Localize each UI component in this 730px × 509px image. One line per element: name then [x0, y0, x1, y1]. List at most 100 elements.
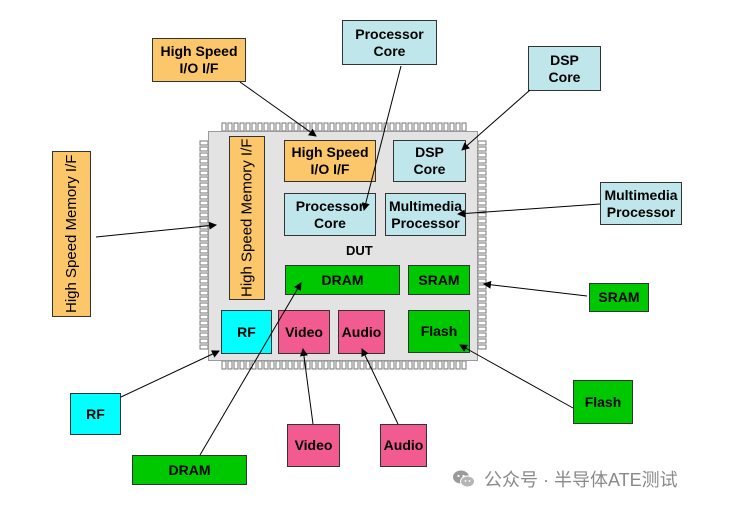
watermark: 公众号 · 半导体ATE测试: [452, 466, 678, 492]
chip-pin: [317, 122, 323, 132]
watermark-text: 公众号 · 半导体ATE测试: [484, 470, 678, 490]
chip-pin: [257, 360, 263, 370]
chip-pin: [335, 122, 341, 132]
chip-pin: [477, 182, 487, 188]
chip-pin: [199, 320, 209, 326]
chip-pin: [477, 200, 487, 206]
chip-pin: [477, 218, 487, 224]
chip-pin: [199, 140, 209, 146]
chip-pin: [477, 296, 487, 302]
chip-pin: [199, 236, 209, 242]
chip-pin: [199, 188, 209, 194]
chip-pin: [359, 360, 365, 370]
chip-pin: [199, 152, 209, 158]
ext-video: Video: [287, 424, 340, 467]
chip-pin: [275, 360, 281, 370]
chip-pin: [293, 360, 299, 370]
inner-video: Video: [278, 310, 330, 354]
chip-pin: [477, 242, 487, 248]
chip-pin: [287, 360, 293, 370]
ext-sram: SRAM: [589, 283, 649, 312]
chip-pin: [329, 360, 335, 370]
chip-pin: [419, 122, 425, 132]
chip-pin: [431, 360, 437, 370]
dut-label: DUT: [346, 243, 373, 258]
chip-pin: [199, 314, 209, 320]
chip-pin: [395, 360, 401, 370]
chip-pin: [199, 326, 209, 332]
chip-pin: [407, 122, 413, 132]
chip-pin: [269, 122, 275, 132]
chip-pin: [227, 122, 233, 132]
chip-pin: [353, 360, 359, 370]
inner-dsp-core: DSP Core: [393, 140, 466, 182]
chip-pin: [477, 260, 487, 266]
chip-pin: [449, 360, 455, 370]
inner-sram: SRAM: [408, 265, 470, 295]
chip-pin: [477, 302, 487, 308]
ext-multimedia-processor: Multimedia Processor: [600, 182, 682, 225]
chip-pin: [199, 242, 209, 248]
chip-pin: [293, 122, 299, 132]
inner-audio: Audio: [338, 310, 385, 354]
chip-pin: [407, 360, 413, 370]
chip-pin: [199, 260, 209, 266]
chip-pin: [477, 146, 487, 152]
chip-pin: [335, 360, 341, 370]
inner-rf: RF: [221, 310, 272, 354]
chip-pin: [311, 122, 317, 132]
chip-pin: [281, 122, 287, 132]
chip-pin: [365, 122, 371, 132]
wechat-icon: [453, 470, 475, 488]
chip-pin: [323, 122, 329, 132]
chip-pin: [329, 122, 335, 132]
ext-dram: DRAM: [132, 455, 247, 485]
chip-pin: [199, 200, 209, 206]
chip-pin: [477, 140, 487, 146]
chip-pin: [341, 360, 347, 370]
ext-high-speed-memory-if: High Speed Memory I/F: [52, 151, 91, 317]
chip-pin: [347, 360, 353, 370]
inner-flash: Flash: [408, 310, 470, 353]
chip-pin: [477, 248, 487, 254]
chip-pin: [437, 360, 443, 370]
chip-pin: [477, 152, 487, 158]
chip-pin: [199, 272, 209, 278]
chip-pin: [365, 360, 371, 370]
chip-pin: [377, 122, 383, 132]
chip-pin: [199, 296, 209, 302]
chip-pin: [413, 122, 419, 132]
chip-pin: [425, 360, 431, 370]
ext-audio: Audio: [380, 424, 427, 467]
inner-dram: DRAM: [285, 265, 400, 295]
inner-multimedia-processor: Multimedia Processor: [385, 193, 466, 236]
chip-pin: [199, 164, 209, 170]
chip-pin: [443, 360, 449, 370]
chip-pin: [477, 212, 487, 218]
chip-pin: [305, 360, 311, 370]
chip-pin: [477, 332, 487, 338]
chip-pin: [199, 182, 209, 188]
chip-pin: [199, 284, 209, 290]
chip-pin: [257, 122, 263, 132]
chip-pin: [221, 360, 227, 370]
chip-pin: [377, 360, 383, 370]
chip-pin: [347, 122, 353, 132]
chip-pin: [233, 360, 239, 370]
chip-pin: [227, 360, 233, 370]
chip-pin: [477, 308, 487, 314]
chip-pin: [395, 122, 401, 132]
chip-pin: [199, 290, 209, 296]
ext-high-speed-io-if: High Speed I/O I/F: [152, 38, 246, 82]
chip-pin: [477, 344, 487, 350]
chip-pin: [199, 254, 209, 260]
chip-pin: [239, 360, 245, 370]
chip-pin: [263, 360, 269, 370]
chip-pin: [477, 164, 487, 170]
inner-processor-core: Processor Core: [284, 193, 376, 236]
inner-high-speed-io-if: High Speed I/O I/F: [284, 140, 376, 182]
chip-pin: [199, 302, 209, 308]
chip-pin: [199, 194, 209, 200]
chip-pin: [199, 308, 209, 314]
chip-pin: [413, 360, 419, 370]
